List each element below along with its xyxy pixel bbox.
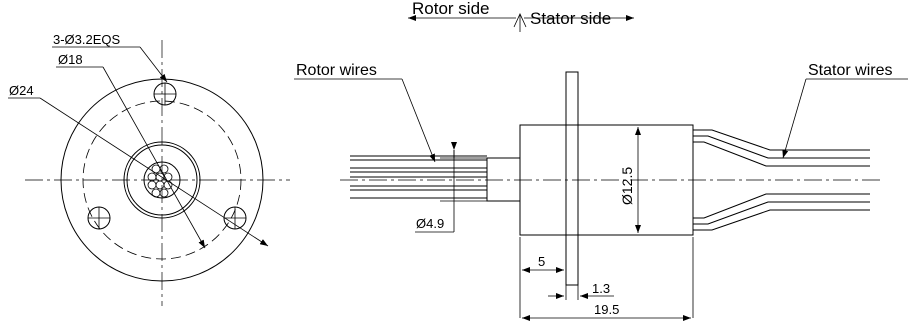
hole-pitch-circle xyxy=(82,100,242,260)
holes-label: 3-Ø3.2EQS xyxy=(53,32,121,47)
side-view xyxy=(294,13,908,321)
pcd-label: Ø18 xyxy=(58,52,83,67)
rotor-wires-label: Rotor wires xyxy=(296,62,377,79)
stator-side-label: Stator side xyxy=(530,9,611,28)
rotor-shaft xyxy=(486,157,521,202)
shaft-circle xyxy=(143,161,181,199)
rotor-wire-bundle xyxy=(350,155,487,199)
dim-5-label: 5 xyxy=(538,254,545,269)
stator-wires-leader xyxy=(782,78,807,159)
body-dia-label: Ø12.5 xyxy=(619,167,635,205)
rotor-side-label: Rotor side xyxy=(412,0,489,18)
body-outer-circle xyxy=(123,141,201,219)
body-inner-circle xyxy=(126,144,198,216)
slip-ring-body xyxy=(519,124,694,236)
pcd-leader xyxy=(102,66,206,249)
rotor-wires-leader xyxy=(401,78,436,163)
dim-1-3-label: 1.3 xyxy=(592,281,610,296)
flange-dia-label: Ø24 xyxy=(9,83,34,98)
stator-wires-label: Stator wires xyxy=(808,62,892,79)
holes-leader xyxy=(139,46,168,83)
dim-19-5-label: 19.5 xyxy=(594,302,619,317)
flange-leader xyxy=(39,97,269,247)
flange xyxy=(565,71,579,286)
shaft-dia-label: Ø4.9 xyxy=(416,216,444,231)
stator-wire-bundle xyxy=(693,129,870,231)
front-view xyxy=(8,40,290,306)
